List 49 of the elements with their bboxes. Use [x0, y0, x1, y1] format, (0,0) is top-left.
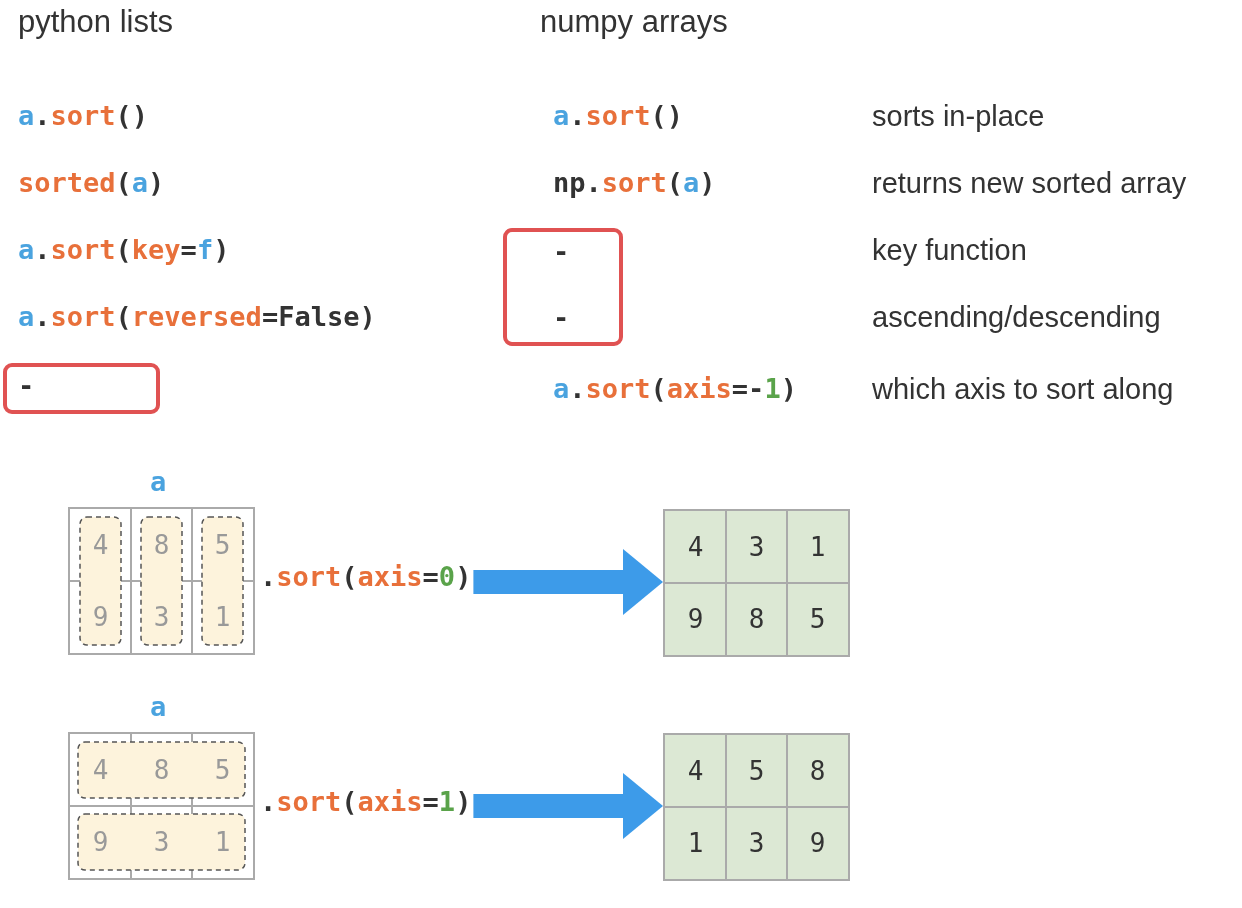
- array-name: a: [150, 691, 167, 722]
- grid-number: 5: [808, 603, 827, 636]
- grid-number: 1: [213, 826, 232, 859]
- grid-number: 5: [213, 754, 232, 787]
- code-text: a.sort(axis=-1): [553, 373, 797, 404]
- highlight-frame: [3, 363, 160, 414]
- dash-text: -: [553, 236, 570, 267]
- code-text: a.sort(reversed=False): [18, 301, 376, 332]
- code-text: np.sort(a): [553, 167, 716, 198]
- grid-number: 9: [808, 827, 827, 860]
- grid-number: 3: [152, 601, 171, 634]
- description-text: ascending/descending: [872, 301, 1161, 334]
- grid-number: 8: [152, 754, 171, 787]
- grid-number: 9: [91, 601, 110, 634]
- description-text: returns new sorted array: [872, 167, 1187, 200]
- code-text: a.sort(key=f): [18, 234, 230, 265]
- grid-number: 8: [808, 755, 827, 788]
- description-text: key function: [872, 234, 1027, 267]
- description-text: sorts in-place: [872, 100, 1045, 133]
- code-text: sorted(a): [18, 167, 165, 198]
- grid-number: 5: [213, 529, 232, 562]
- grid-number: 1: [686, 827, 705, 860]
- grid-number: 5: [747, 755, 766, 788]
- grid-number: 4: [686, 531, 705, 564]
- highlight-frame: [503, 228, 623, 346]
- column-heading: numpy arrays: [540, 4, 728, 40]
- dash-text: -: [18, 370, 35, 401]
- array-name: a: [150, 466, 167, 497]
- dash-text: -: [553, 302, 570, 333]
- grid-number: 1: [808, 531, 827, 564]
- grid-number: 9: [686, 603, 705, 636]
- grid-number: 4: [91, 754, 110, 787]
- column-heading: python lists: [18, 4, 174, 40]
- code-text: a.sort(): [18, 100, 149, 131]
- grid-number: 4: [686, 755, 705, 788]
- grid-number: 8: [747, 603, 766, 636]
- grid-number: 3: [747, 531, 766, 564]
- code-text: a.sort(): [553, 100, 684, 131]
- grid-number: 4: [91, 529, 110, 562]
- arrow: [473, 773, 663, 839]
- grid-number: 3: [152, 826, 171, 859]
- arrow: [473, 549, 663, 615]
- grid-number: 3: [747, 827, 766, 860]
- grid-number: 8: [152, 529, 171, 562]
- description-text: which axis to sort along: [872, 373, 1174, 406]
- grid-number: 9: [91, 826, 110, 859]
- code-text: .sort(axis=0): [260, 561, 472, 592]
- grid-number: 1: [213, 601, 232, 634]
- code-text: .sort(axis=1): [260, 786, 472, 817]
